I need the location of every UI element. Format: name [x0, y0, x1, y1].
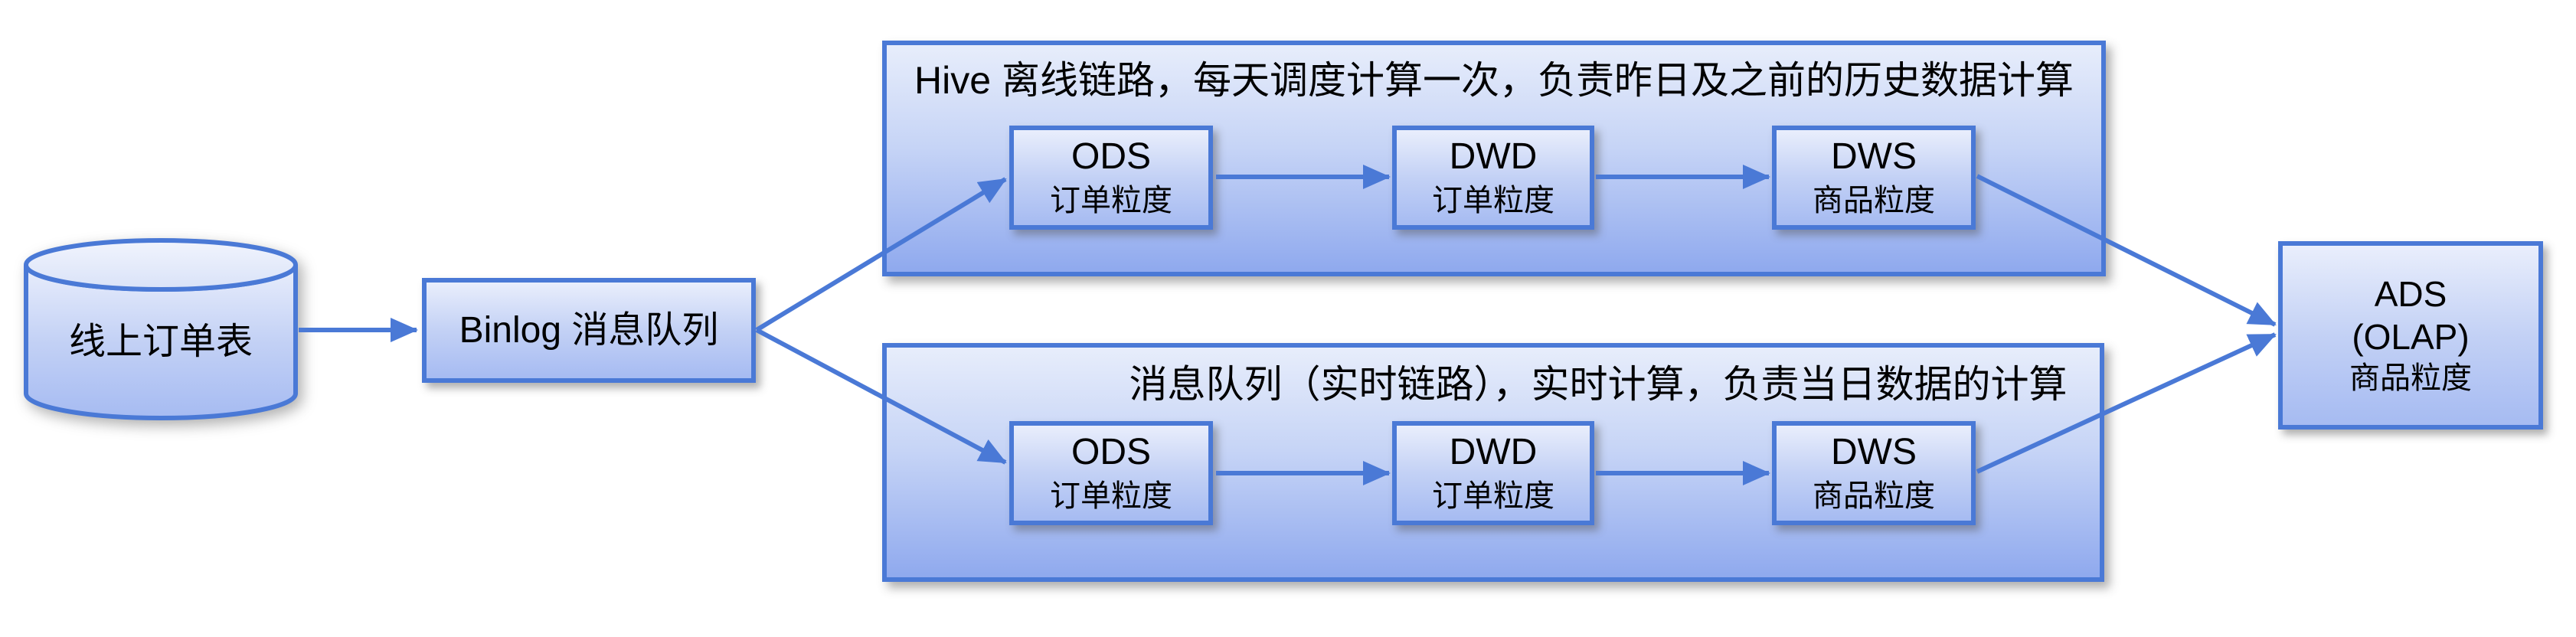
- realtime-dwd-node: DWD 订单粒度: [1392, 421, 1594, 525]
- binlog-queue-node: Binlog 消息队列: [422, 278, 756, 383]
- offline-ods-node: ODS 订单粒度: [1009, 126, 1213, 230]
- ads-olap-node: ADS (OLAP) 商品粒度: [2278, 241, 2543, 430]
- node-name: ODS: [1071, 432, 1151, 472]
- node-granularity: 订单粒度: [1050, 184, 1172, 217]
- node-granularity: 商品粒度: [1813, 184, 1935, 217]
- offline-dwd-node: DWD 订单粒度: [1392, 126, 1594, 230]
- realtime-ods-node: ODS 订单粒度: [1009, 421, 1213, 525]
- node-granularity: 订单粒度: [1432, 479, 1554, 513]
- binlog-queue-label: Binlog 消息队列: [459, 309, 719, 351]
- node-granularity: 商品粒度: [1813, 479, 1935, 513]
- node-granularity: 订单粒度: [1050, 479, 1172, 513]
- node-name: ODS: [1071, 136, 1151, 177]
- node-name: DWS: [1831, 432, 1917, 472]
- cylinder-shape: [24, 238, 298, 420]
- realtime-pipeline-title: 消息队列（实时链路），实时计算，负责当日数据的计算: [1129, 363, 2068, 406]
- node-name: DWD: [1449, 136, 1538, 177]
- source-db-label: 线上订单表: [68, 322, 253, 362]
- ads-olap-label: (OLAP): [2352, 317, 2470, 357]
- ads-label: ADS: [2374, 274, 2447, 314]
- node-name: DWS: [1831, 136, 1917, 177]
- node-granularity: 订单粒度: [1432, 184, 1554, 217]
- offline-pipeline-title: Hive 离线链路，每天调度计算一次，负责昨日及之前的历史数据计算: [914, 59, 2074, 102]
- ads-granularity: 商品粒度: [2349, 361, 2472, 395]
- offline-dws-node: DWS 商品粒度: [1772, 126, 1976, 230]
- realtime-dws-node: DWS 商品粒度: [1772, 421, 1976, 525]
- node-name: DWD: [1449, 432, 1538, 472]
- source-db-cylinder: 线上订单表: [23, 236, 299, 423]
